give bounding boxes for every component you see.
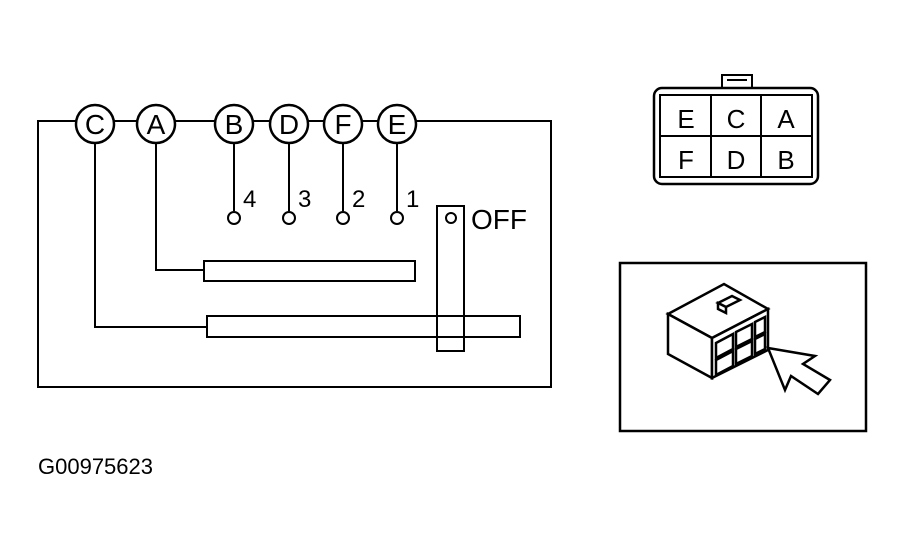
connector-iso-view — [618, 261, 868, 433]
connector-face-view — [652, 74, 820, 186]
contact-bar-upper — [203, 260, 416, 282]
iso-view-frame — [618, 261, 868, 433]
terminal-label-b: B — [225, 109, 244, 140]
terminal-label-a: A — [147, 109, 166, 140]
schematic-frame — [37, 120, 552, 388]
contact-dot-4 — [227, 211, 241, 225]
lead-c — [94, 142, 207, 328]
terminal-circle-c — [74, 103, 116, 145]
contact-dot-1 — [390, 211, 404, 225]
off-contact-dot — [445, 212, 457, 224]
connector-pin-e: E — [677, 104, 694, 134]
contact-dot-3 — [282, 211, 296, 225]
pointer-arrow-icon — [766, 346, 832, 396]
terminal-circle-b — [213, 103, 255, 145]
terminal-label-c: C — [85, 109, 105, 140]
terminal-label-d: D — [279, 109, 299, 140]
selector-slider — [436, 205, 465, 352]
lead-a — [155, 142, 204, 271]
connector-pin-d: D — [727, 145, 746, 175]
switch-schematic — [37, 120, 552, 388]
position-label-2: 2 — [352, 186, 365, 213]
connector-pin-c: C — [727, 104, 746, 134]
terminal-circle-d — [268, 103, 310, 145]
position-label-1: 1 — [406, 186, 419, 213]
terminal-circle-f — [322, 103, 364, 145]
terminal-label-e: E — [388, 109, 407, 140]
position-label-4: 4 — [243, 186, 256, 213]
connector-pin-f: F — [678, 145, 694, 175]
off-label: OFF — [471, 204, 527, 235]
position-label-3: 3 — [298, 186, 311, 213]
terminal-circle-a — [135, 103, 177, 145]
connector-pin-a: A — [777, 104, 795, 134]
connector-pin-b: B — [777, 145, 794, 175]
terminal-label-f: F — [334, 109, 351, 140]
contact-bar-lower — [206, 315, 521, 338]
terminal-circle-e — [376, 103, 418, 145]
figure-code: G00975623 — [38, 454, 153, 479]
contact-dot-2 — [336, 211, 350, 225]
